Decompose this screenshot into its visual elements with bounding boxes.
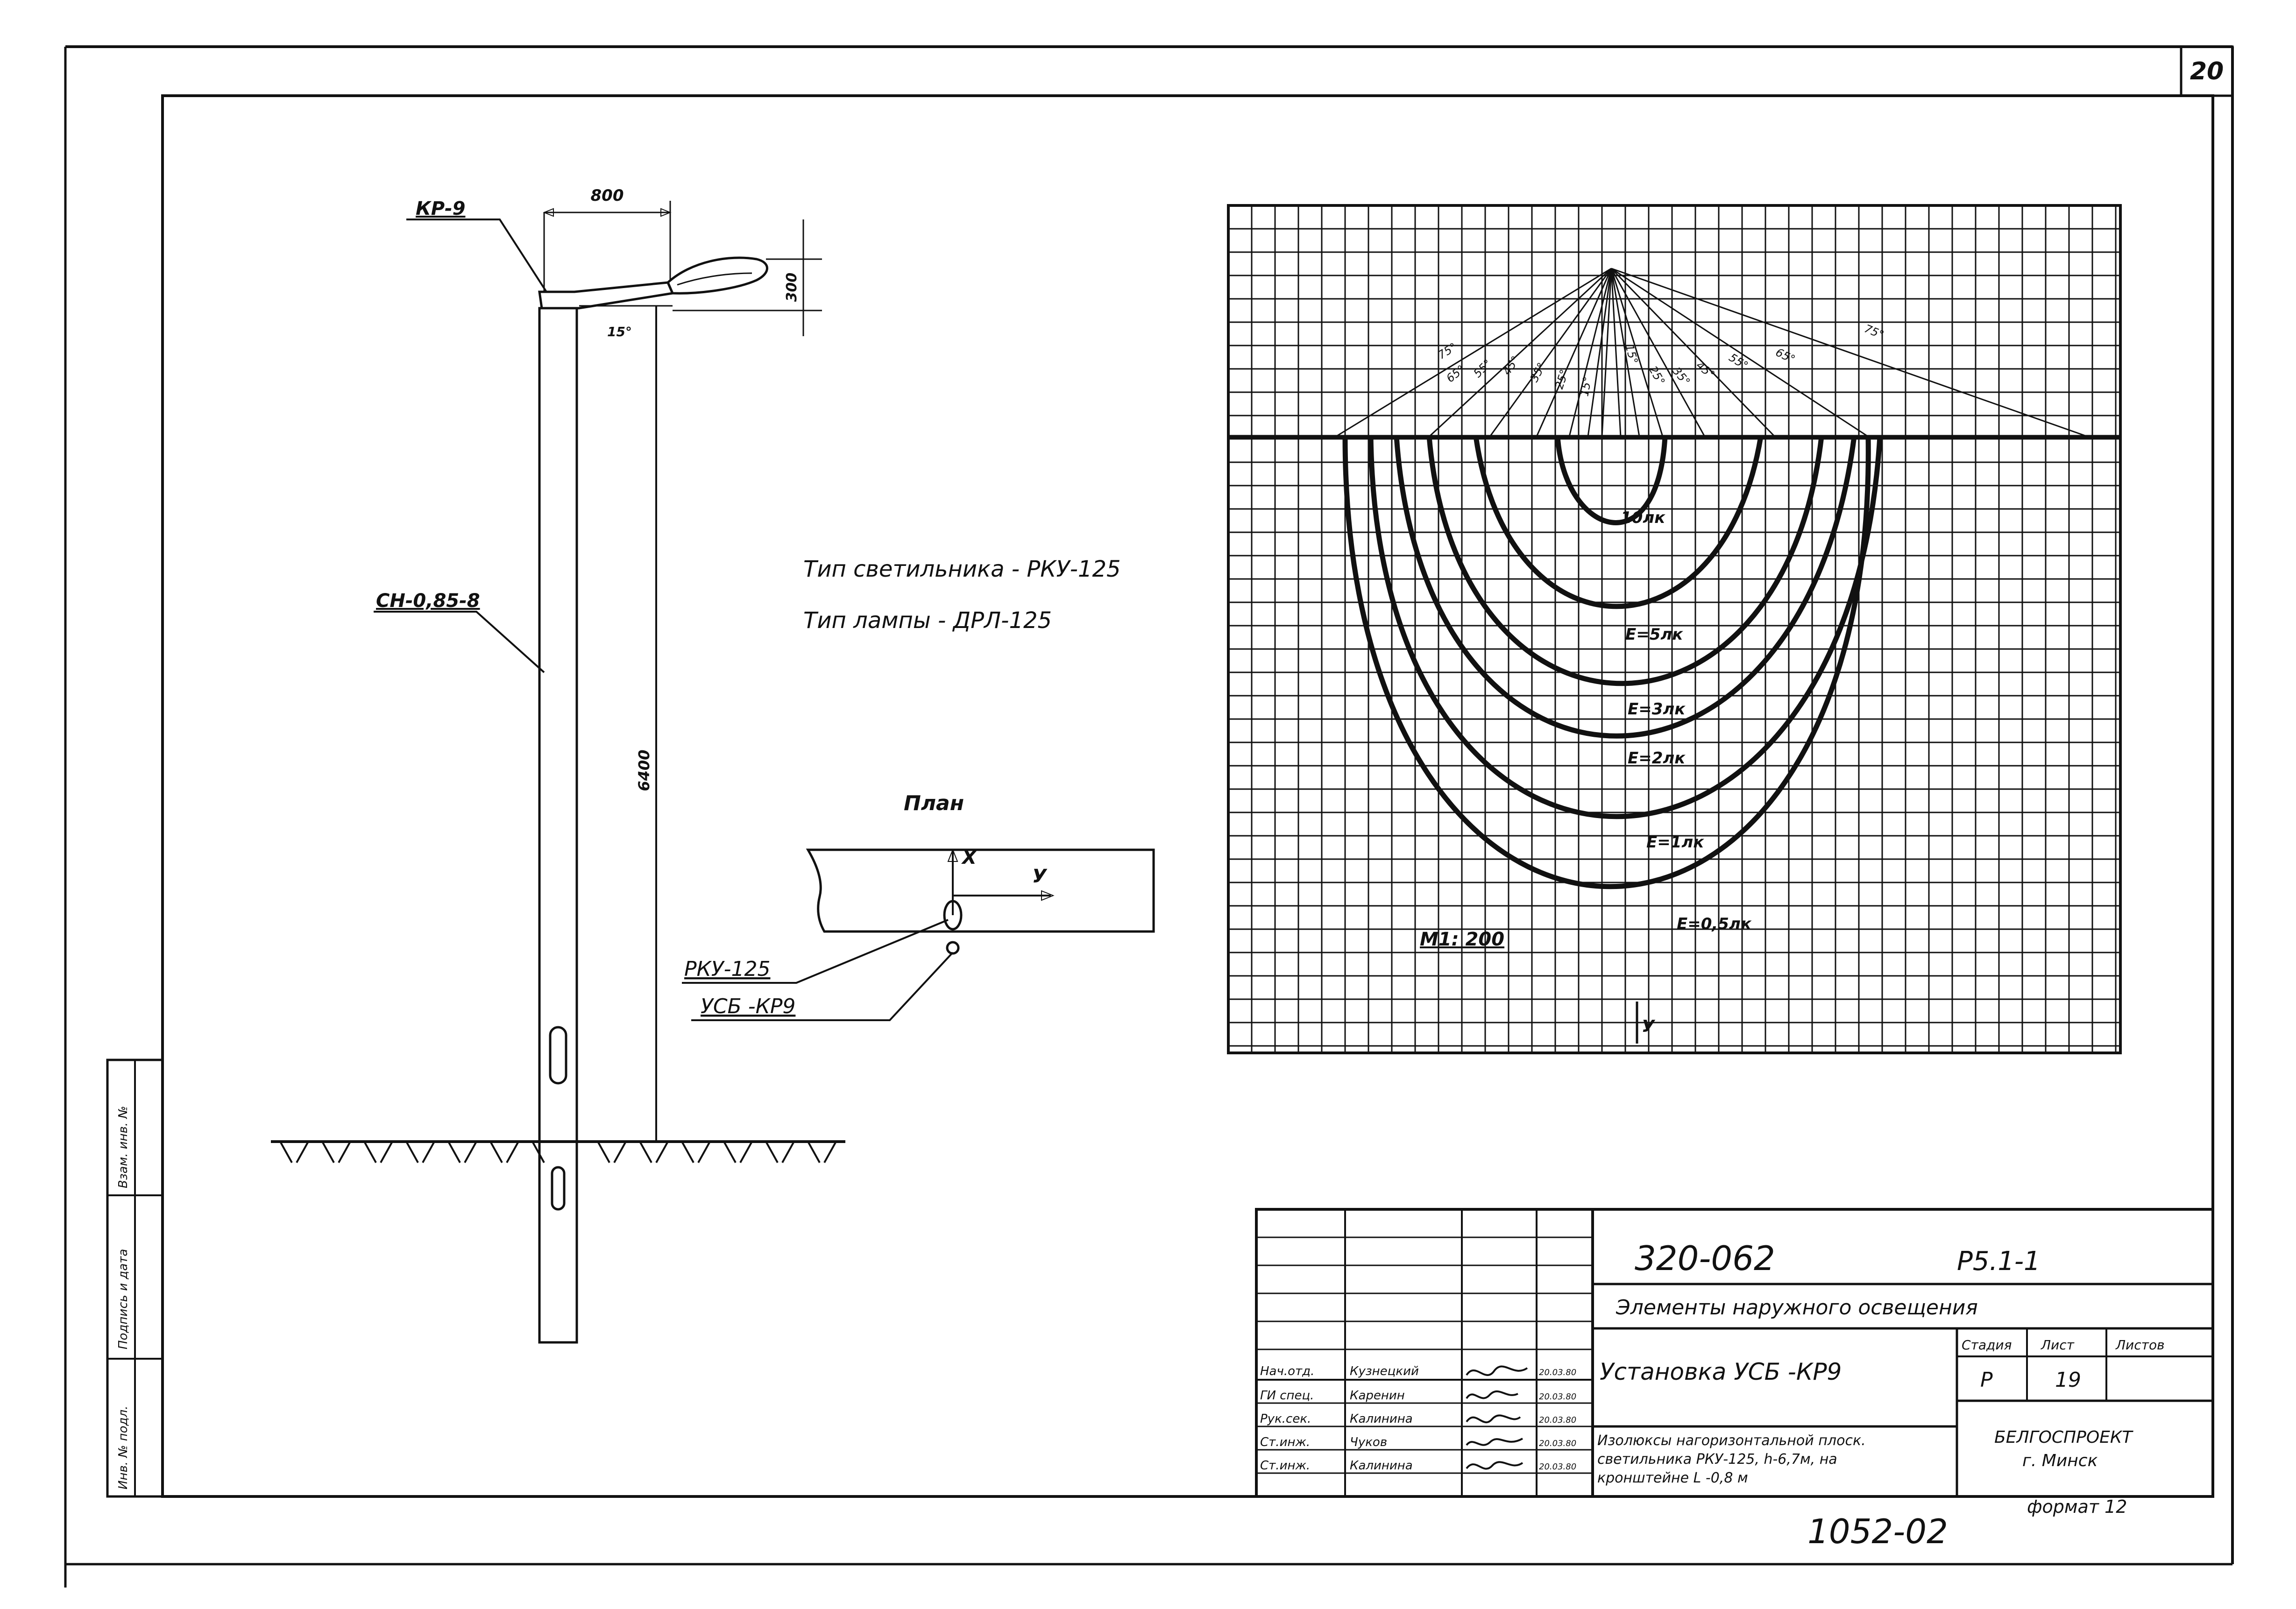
sheet-number: 20 xyxy=(2190,57,2224,85)
archive-number: 1052-02 xyxy=(1807,1512,1948,1551)
isolux-contour-label: 10лк xyxy=(1621,508,1665,527)
side-stamp-signature-date: Подпись и дата xyxy=(116,1249,130,1349)
signature-date: 20.03.80 xyxy=(1539,1392,1576,1402)
ground-hatching xyxy=(279,1141,837,1163)
handwritten-signature xyxy=(1466,1438,1523,1446)
isolux-axis-y: У xyxy=(1642,1017,1656,1036)
signature-name: Чуков xyxy=(1350,1435,1387,1449)
side-stamp-inv-number: Инв. № подл. xyxy=(116,1406,130,1489)
drawing-title: Установка УСБ -КР9 xyxy=(1600,1358,1842,1385)
signature-role: Рук.сек. xyxy=(1260,1412,1311,1426)
description-line: Изолюксы нагоризонтальной плоск. xyxy=(1597,1433,1866,1449)
signature-name: Калинина xyxy=(1350,1412,1413,1426)
ray-angle-label: 25° xyxy=(1646,364,1668,388)
isolux-chart xyxy=(1227,204,2122,1054)
dim-bracket-width: 800 xyxy=(591,186,624,205)
signature-name: Каренин xyxy=(1350,1389,1405,1403)
isolux-contour-3lx xyxy=(1426,436,1824,686)
description-line: светильника РКУ-125, h-6,7м, на xyxy=(1597,1451,1837,1468)
plan-install-label: УСБ -КР9 xyxy=(701,995,795,1018)
signature-name: Калинина xyxy=(1350,1459,1413,1473)
column-label: СН-0,85-8 xyxy=(376,590,480,612)
ray-angle-label: 35° xyxy=(1670,365,1693,388)
organization-city: г. Минск xyxy=(2022,1451,2098,1470)
plan-view xyxy=(682,848,1155,1021)
sheet-value: 19 xyxy=(2055,1368,2081,1392)
ray-angle-label: 15° xyxy=(1578,375,1594,397)
handwritten-signature xyxy=(1466,1390,1518,1399)
stage-header: Стадия xyxy=(1962,1337,2012,1353)
plan-luminaire-label: РКУ-125 xyxy=(684,957,770,981)
signature-name: Кузнецкий xyxy=(1350,1364,1419,1378)
isolux-contour-label: Е=0,5лк xyxy=(1677,915,1752,933)
organization: БЕЛГОСПРОЕКТ xyxy=(1994,1428,2133,1447)
signature-role: Ст.инж. xyxy=(1260,1459,1310,1473)
isolux-contour-label: Е=3лк xyxy=(1628,700,1686,719)
ray-angle-label: 45° xyxy=(1500,354,1522,378)
ray-angle-label: 65° xyxy=(1773,346,1797,366)
sheets-header: Листов xyxy=(2115,1337,2165,1353)
isolux-contour-label: Е=2лк xyxy=(1628,749,1686,768)
isolux-contour-1lx xyxy=(1368,436,1883,819)
handwritten-signature xyxy=(1466,1365,1528,1376)
signature-date: 20.03.80 xyxy=(1539,1368,1576,1377)
side-stamp xyxy=(106,1059,164,1498)
bracket-label: КР-9 xyxy=(416,198,465,219)
signature-role: Ст.инж. xyxy=(1260,1435,1310,1449)
isolux-scale-label: М1: 200 xyxy=(1420,929,1504,950)
sheet-code: Р5.1-1 xyxy=(1957,1246,2041,1277)
title-block xyxy=(1255,1208,2214,1498)
signature-role: ГИ спец. xyxy=(1260,1389,1314,1403)
dim-bracket-rise: 300 xyxy=(784,273,800,302)
lamp-type: Тип лампы - ДРЛ-125 xyxy=(803,607,1052,634)
isolux-contour-label: Е=5лк xyxy=(1625,625,1683,644)
sheet-frame xyxy=(64,45,2234,1588)
description-line: кронштейне L -0,8 м xyxy=(1597,1470,1748,1486)
bracket-angle: 15° xyxy=(607,324,632,339)
subject-title: Элементы наружного освещения xyxy=(1616,1296,1978,1320)
signature-table: Нач.отд. Кузнецкий 20.03.80 ГИ спец. Кар… xyxy=(1260,1364,1576,1473)
side-stamp-replace-inv: Взам. инв. № xyxy=(116,1106,130,1188)
format-note: формат 12 xyxy=(2027,1496,2127,1517)
isolux-contour-05lx xyxy=(1342,436,1871,889)
doc-code: 320-062 xyxy=(1635,1239,1775,1278)
ray-angle-label: 55° xyxy=(1471,357,1494,380)
isolux-rays xyxy=(1335,268,2088,438)
plan-axis-x: Х xyxy=(961,847,978,868)
isolux-ray-angles: 75° 65° 55° 45° 35° 25° 15° 15° 25° 35° … xyxy=(1435,322,1885,397)
luminaire-type: Тип светильника - РКУ-125 xyxy=(803,556,1121,582)
isolux-contour-10lx xyxy=(1555,436,1668,525)
ray-angle-label: 45° xyxy=(1694,359,1717,381)
signature-role: Нач.отд. xyxy=(1260,1364,1314,1378)
signature-date: 20.03.80 xyxy=(1539,1439,1576,1448)
pole-elevation xyxy=(271,201,845,1344)
ray-angle-label: 65° xyxy=(1444,362,1467,385)
dim-pole-height: 6400 xyxy=(635,749,653,791)
plan-axis-y: У xyxy=(1032,866,1048,887)
handwritten-signature xyxy=(1466,1414,1521,1424)
handwritten-signature xyxy=(1466,1461,1524,1470)
sheet-header: Лист xyxy=(2041,1337,2075,1353)
isolux-contours xyxy=(1342,436,1883,889)
isolux-contour-label: Е=1лк xyxy=(1646,833,1704,852)
signature-date: 20.03.80 xyxy=(1539,1415,1576,1425)
signature-date: 20.03.80 xyxy=(1539,1462,1576,1472)
plan-title: План xyxy=(904,791,964,815)
isolux-contour-2lx xyxy=(1394,436,1857,739)
isolux-grid xyxy=(1227,205,2120,1053)
isolux-contour-5lx xyxy=(1473,436,1764,609)
stage-value: Р xyxy=(1980,1368,1993,1392)
